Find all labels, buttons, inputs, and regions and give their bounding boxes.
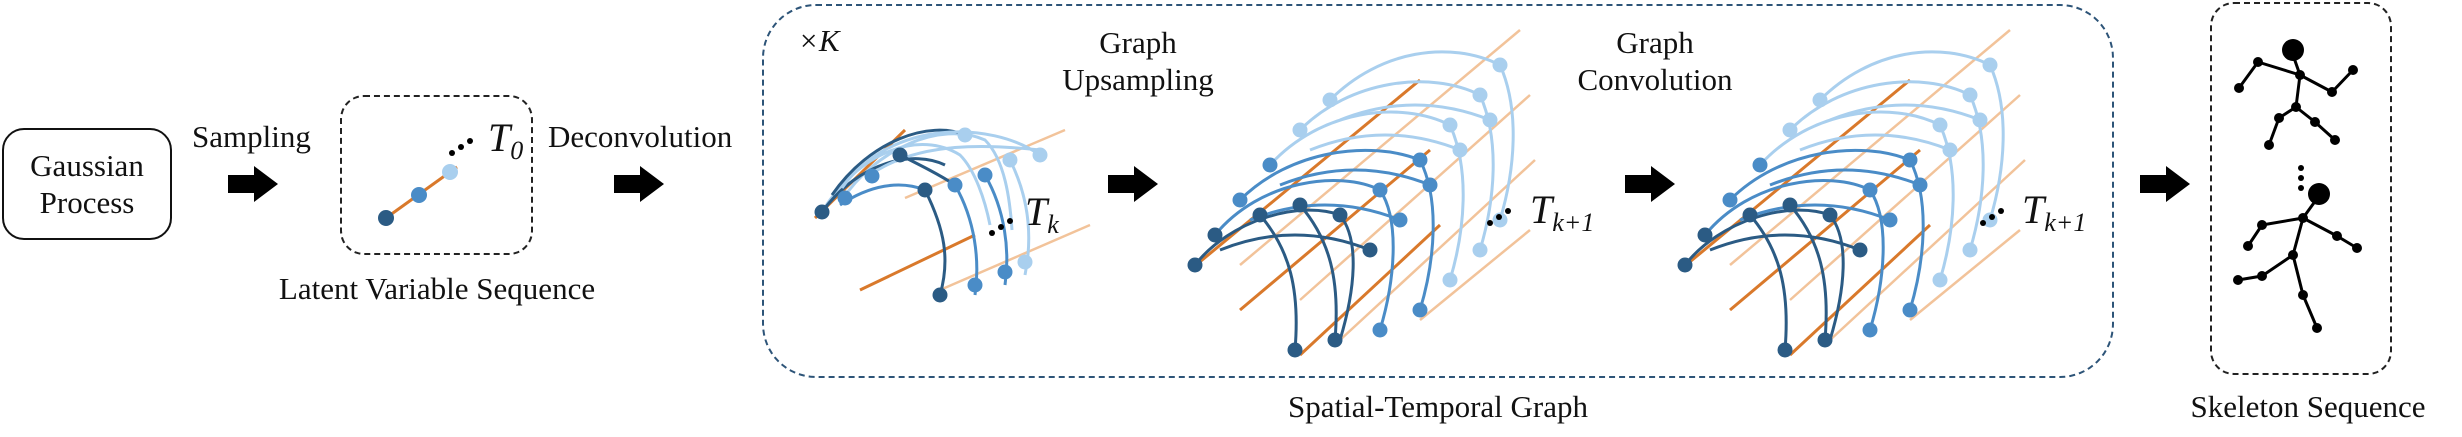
spatial-temporal-box	[762, 4, 2114, 378]
gaussian-process-label-line1: Gaussian	[30, 147, 144, 183]
gaussian-process-label-line2: Process	[39, 185, 135, 220]
graph-convolution-line2: Convolution	[1577, 62, 1733, 98]
skeleton-sequence-label: Skeleton Sequence	[2190, 389, 2426, 424]
skeleton-sequence-box	[2210, 2, 2392, 375]
tk-label: Tk	[1025, 189, 1059, 239]
arrow-right-icon	[228, 166, 278, 202]
graph-convolution-line1: Graph	[1616, 25, 1694, 60]
sampling-label: Sampling	[192, 119, 311, 154]
graph-upsampling-label: Graph Upsampling	[1028, 24, 1248, 98]
graph-upsampling-line1: Graph	[1099, 25, 1177, 60]
tk1-label-b: Tk+1	[2022, 187, 2087, 237]
tk1-label-a: Tk+1	[1530, 187, 1595, 237]
latent-variable-box	[340, 95, 533, 255]
gaussian-process-box: Gaussian Process	[2, 128, 172, 240]
deconvolution-label: Deconvolution	[548, 119, 733, 154]
arrow-right-icon	[1625, 166, 1675, 202]
arrow-right-icon	[1108, 166, 1158, 202]
spatial-temporal-graph-label: Spatial-Temporal Graph	[1288, 389, 1588, 424]
arrow-right-icon	[2140, 166, 2190, 202]
graph-upsampling-line2: Upsampling	[1062, 62, 1214, 98]
latent-variable-sequence-label: Latent Variable Sequence	[278, 271, 596, 306]
graph-convolution-label: Graph Convolution	[1545, 24, 1765, 98]
arrow-right-icon	[614, 166, 664, 202]
t0-label: T0	[488, 115, 524, 165]
k-repeat-label: ×K	[798, 23, 840, 58]
